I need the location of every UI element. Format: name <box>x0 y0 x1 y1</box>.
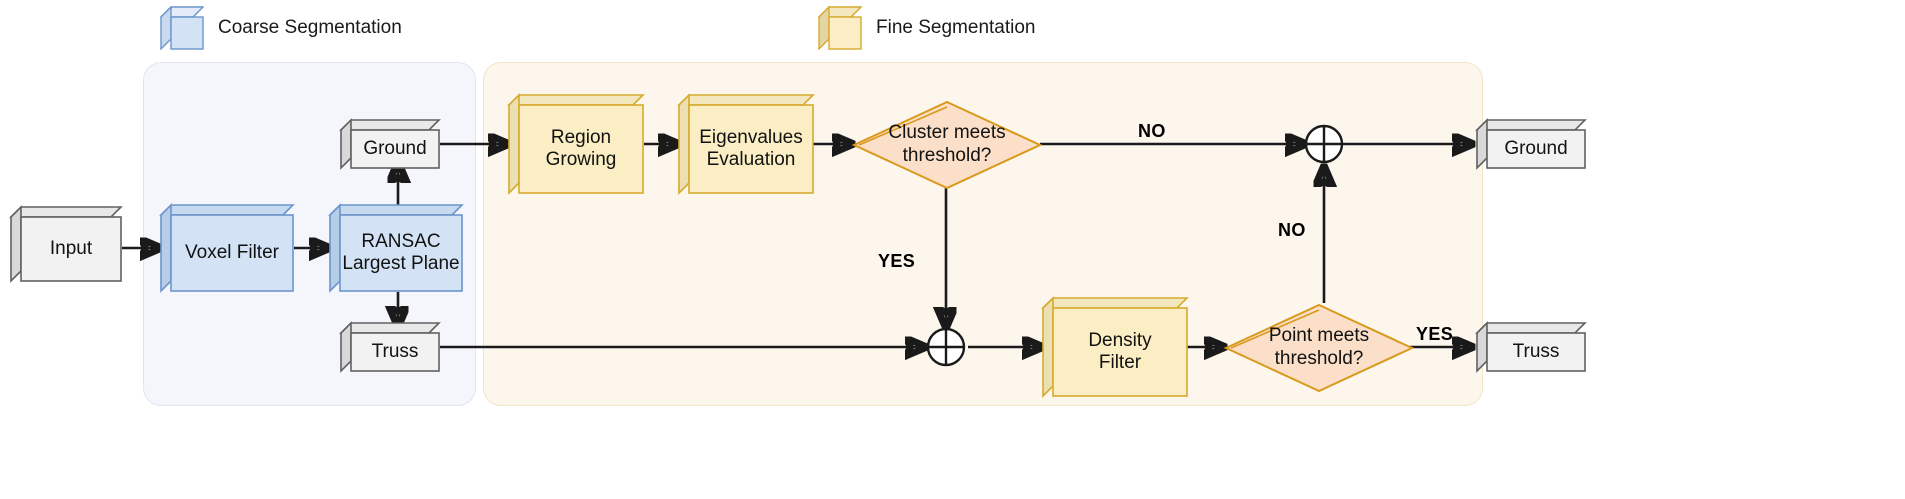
node-truss-intermediate: Truss <box>339 321 441 373</box>
edge-label-cluster-no: NO <box>1138 121 1166 141</box>
node-voxel-filter: Voxel Filter <box>159 203 295 293</box>
legend-label-coarse: Coarse Segmentation <box>218 17 402 38</box>
node-ransac-largest-plane: RANSAC Largest Plane <box>328 203 464 293</box>
cube-icon-coarse <box>160 6 204 50</box>
node-truss-output-label: Truss <box>1512 340 1560 362</box>
node-ground-intermediate-label: Ground <box>363 137 427 159</box>
node-ground-intermediate: Ground <box>339 118 441 170</box>
decision-cluster-meets-threshold: Cluster meets threshold? <box>851 100 1043 190</box>
node-density-filter: Density Filter <box>1041 296 1189 398</box>
node-voxel-filter-label: Voxel Filter <box>185 241 279 263</box>
legend-coarse: Coarse Segmentation <box>160 6 402 50</box>
node-density-filter-label: Density Filter <box>1088 329 1152 373</box>
node-ground-output: Ground <box>1475 118 1587 170</box>
merge-junction-bottom <box>925 326 967 368</box>
merge-junction-top <box>1303 123 1345 165</box>
node-truss-output: Truss <box>1475 321 1587 373</box>
node-ground-output-label: Ground <box>1504 137 1568 159</box>
node-eigenvalues-evaluation: Eigenvalues Evaluation <box>677 93 815 195</box>
node-region-growing: Region Growing <box>507 93 645 195</box>
node-input-label: Input <box>49 237 93 259</box>
edge-label-cluster-yes: YES <box>878 251 916 271</box>
node-ransac-largest-plane-label: RANSAC Largest Plane <box>342 230 460 274</box>
legend-fine: Fine Segmentation <box>818 6 1036 50</box>
node-input: Input <box>9 205 123 283</box>
edge-label-point-no: NO <box>1278 220 1306 240</box>
node-region-growing-label: Region Growing <box>545 126 617 170</box>
decision-cluster-label: Cluster meets threshold? <box>888 122 1006 166</box>
decision-point-meets-threshold: Point meets threshold? <box>1223 303 1415 393</box>
node-truss-intermediate-label: Truss <box>371 340 419 362</box>
edge-label-point-yes: YES <box>1416 324 1454 344</box>
legend-label-fine: Fine Segmentation <box>876 17 1036 38</box>
decision-point-label: Point meets threshold? <box>1268 325 1370 369</box>
cube-icon-fine <box>818 6 862 50</box>
node-eigenvalues-evaluation-label: Eigenvalues Evaluation <box>699 126 803 170</box>
